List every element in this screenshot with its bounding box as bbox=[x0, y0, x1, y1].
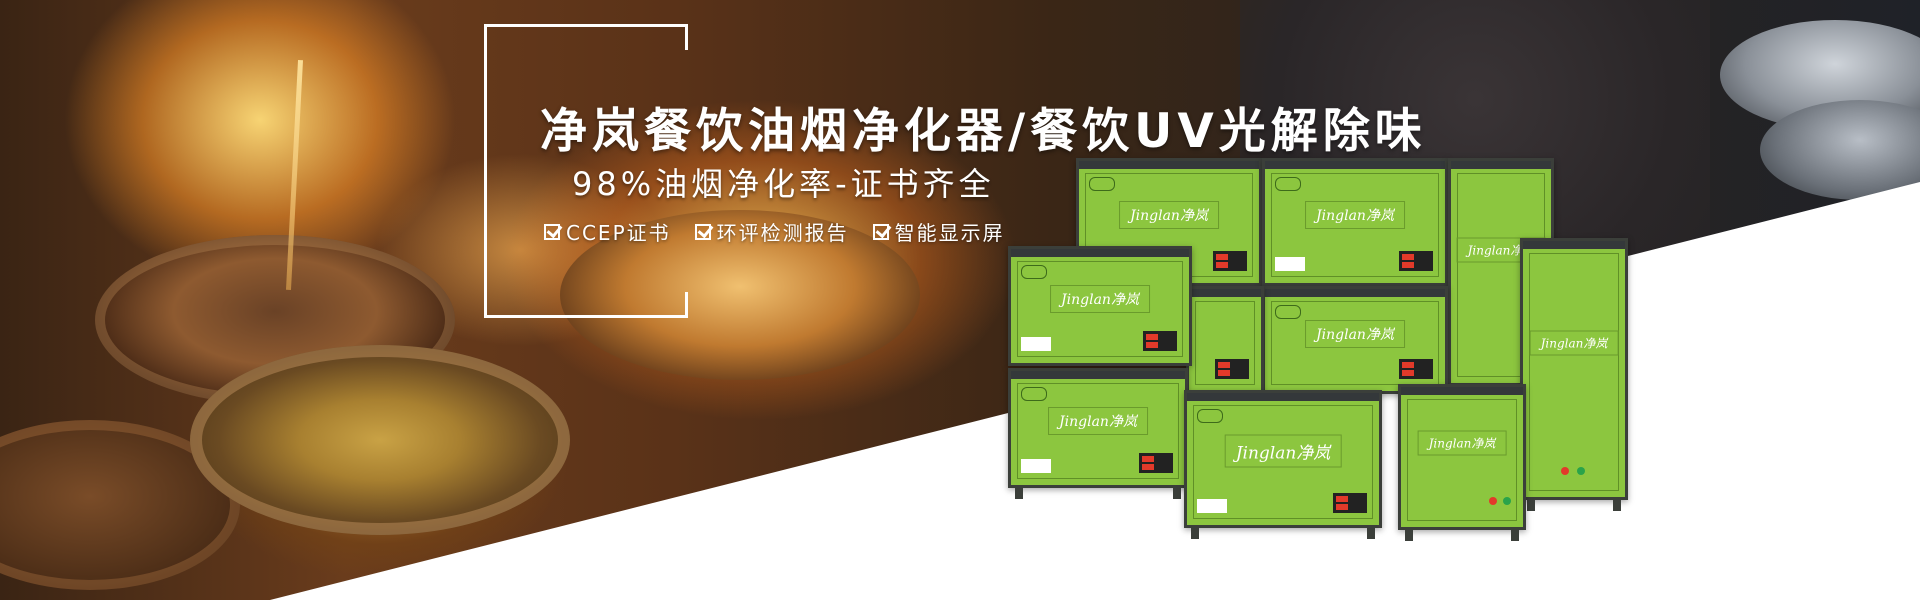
certification-badge-icon bbox=[1275, 305, 1301, 319]
title-frame-corner bbox=[685, 292, 688, 318]
purifier-unit: Jinglan净岚 bbox=[1262, 286, 1448, 394]
feature-list: CCEP证书 环评检测报告 智能显示屏 bbox=[544, 217, 1005, 246]
digital-display bbox=[1139, 453, 1173, 473]
certification-badge-icon bbox=[1021, 265, 1047, 279]
flame-wok-image bbox=[560, 210, 920, 380]
digital-display bbox=[1215, 359, 1249, 379]
banner-subtitle: 98%油烟净化率-证书齐全 bbox=[572, 165, 995, 203]
purifier-tall-unit: Jinglan净岚 bbox=[1520, 238, 1628, 511]
digital-display bbox=[1143, 331, 1177, 351]
purifier-small-unit: Jinglan净岚 bbox=[1398, 384, 1526, 541]
certification-badge-icon bbox=[1089, 177, 1115, 191]
purifier-unit: Jinglan净岚 bbox=[1008, 246, 1192, 366]
purifier-unit: Jinglan净岚 bbox=[1184, 390, 1382, 539]
certification-badge-icon bbox=[1021, 387, 1047, 401]
feature-item: 环评检测报告 bbox=[694, 217, 849, 246]
certification-badge-icon bbox=[1197, 409, 1223, 423]
steel-bowl-image bbox=[1760, 100, 1920, 200]
feature-item: 智能显示屏 bbox=[872, 217, 1005, 246]
indicator-light bbox=[1489, 497, 1497, 505]
checkbox-icon bbox=[694, 223, 711, 240]
checkbox-icon bbox=[544, 223, 560, 240]
feature-label: 环评检测报告 bbox=[716, 221, 849, 245]
title-frame bbox=[484, 24, 688, 318]
indicator-light bbox=[1503, 497, 1511, 505]
product-logo: Jinglan净岚 bbox=[1224, 434, 1342, 468]
product-logo: Jinglan净岚 bbox=[1048, 407, 1148, 436]
digital-display bbox=[1399, 251, 1433, 271]
title-frame-corner bbox=[685, 24, 688, 50]
product-logo: Jinglan净岚 bbox=[1529, 330, 1619, 356]
banner-title: 净岚餐饮油烟净化器/餐饮UV光解除味 bbox=[540, 104, 1427, 159]
purifier-unit bbox=[1186, 286, 1264, 394]
feature-label: 智能显示屏 bbox=[894, 221, 1005, 245]
feature-item: CCEP证书 bbox=[544, 217, 671, 246]
digital-display bbox=[1399, 359, 1433, 379]
product-logo: Jinglan净岚 bbox=[1119, 200, 1219, 229]
product-logo: Jinglan净岚 bbox=[1305, 200, 1405, 229]
feature-label: CCEP证书 bbox=[566, 221, 671, 245]
certification-badge-icon bbox=[1275, 177, 1301, 191]
digital-display bbox=[1213, 251, 1247, 271]
oil-wok-image bbox=[190, 345, 570, 535]
product-logo: Jinglan净岚 bbox=[1050, 285, 1150, 314]
purifier-unit: Jinglan净岚 bbox=[1262, 158, 1448, 286]
digital-display bbox=[1333, 493, 1367, 513]
product-logo: Jinglan净岚 bbox=[1417, 430, 1507, 456]
indicator-light bbox=[1577, 467, 1585, 475]
purifier-unit: Jinglan净岚 bbox=[1008, 368, 1188, 499]
checkbox-icon bbox=[872, 223, 889, 240]
product-logo: Jinglan净岚 bbox=[1305, 319, 1405, 348]
indicator-light bbox=[1561, 467, 1569, 475]
